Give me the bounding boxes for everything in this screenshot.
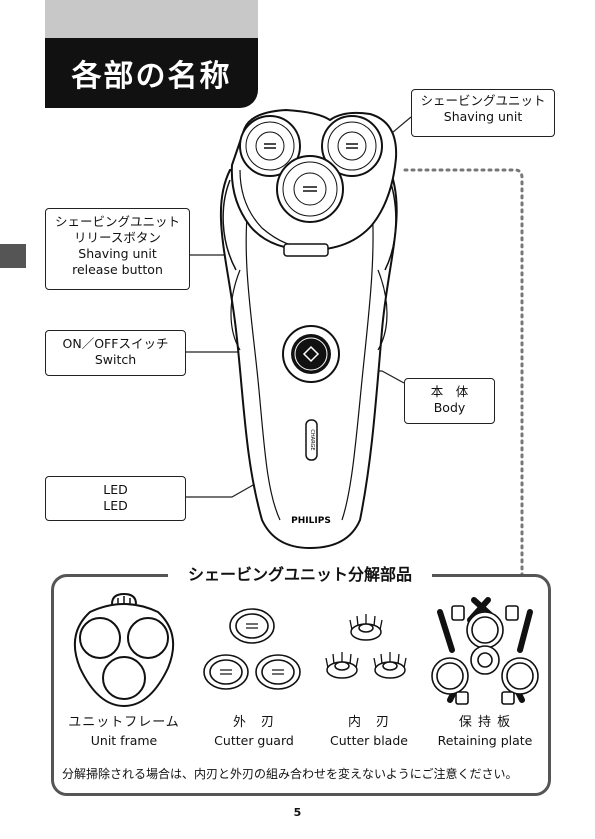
callout-release-button: シェービングユニット リリースボタン Shaving unit release … [45,208,190,290]
part-retaining-plate-jp: 保 持 板 [458,715,512,730]
page-title: 各部の名称 [45,38,258,108]
part-cutter-guard: 外 刃 Cutter guard [196,714,312,750]
part-cutter-guard-jp: 外 刃 [232,715,275,730]
part-unit-frame-en: Unit frame [90,733,158,748]
parts-title: シェービングユニット分解部品 [168,565,432,585]
part-cutter-blade: 内 刃 Cutter blade [316,714,422,750]
parts-panel [51,574,551,796]
cutter-blade-illustration [325,614,407,679]
parts-note: 分解掃除される場合は、内刃と外刃の組み合わせを変えないようにご注意ください。 [62,767,518,781]
section-tab [0,244,26,268]
callout-release-jp1: シェービングユニット [54,214,180,229]
charge-label: CHARGE [309,429,315,450]
shaving-head [230,108,398,252]
callout-switch-jp: ON／OFFスイッチ [62,336,169,351]
unit-frame-illustration [73,592,175,708]
led-indicator-shape [305,419,318,461]
header-bar [45,0,258,38]
power-switch-shape [282,325,340,383]
part-cutter-guard-en: Cutter guard [214,733,294,748]
part-unit-frame: ユニットフレーム Unit frame [62,714,186,750]
callout-release-en2: release button [72,262,163,277]
cutter-guard-illustration [203,608,301,690]
callout-body-en: Body [433,400,466,415]
callout-shaving-unit: シェービングユニット Shaving unit [411,89,555,137]
callout-led-en: LED [103,498,128,513]
page-number: 5 [293,806,302,819]
part-retaining-plate-en: Retaining plate [437,733,533,748]
part-retaining-plate: 保 持 板 Retaining plate [428,714,542,750]
callout-shaving-unit-jp: シェービングユニット [420,93,546,108]
release-button-shape [283,243,329,257]
callout-body-jp: 本 体 [430,384,469,399]
callout-shaving-unit-en: Shaving unit [443,109,523,124]
part-unit-frame-jp: ユニットフレーム [68,715,180,730]
callout-body: 本 体 Body [404,378,495,424]
callout-switch: ON／OFFスイッチ Switch [45,330,186,376]
callout-release-jp2: リリースボタン [74,230,161,245]
callout-led-jp: LED [103,482,128,497]
callout-switch-en: Switch [94,352,137,367]
part-cutter-blade-jp: 内 刃 [347,715,390,730]
callout-release-en1: Shaving unit [78,246,157,261]
callout-led: LED LED [45,476,186,521]
retaining-plate-illustration [431,597,539,705]
part-cutter-blade-en: Cutter blade [330,733,408,748]
brand-logo: PHILIPS [291,516,331,526]
